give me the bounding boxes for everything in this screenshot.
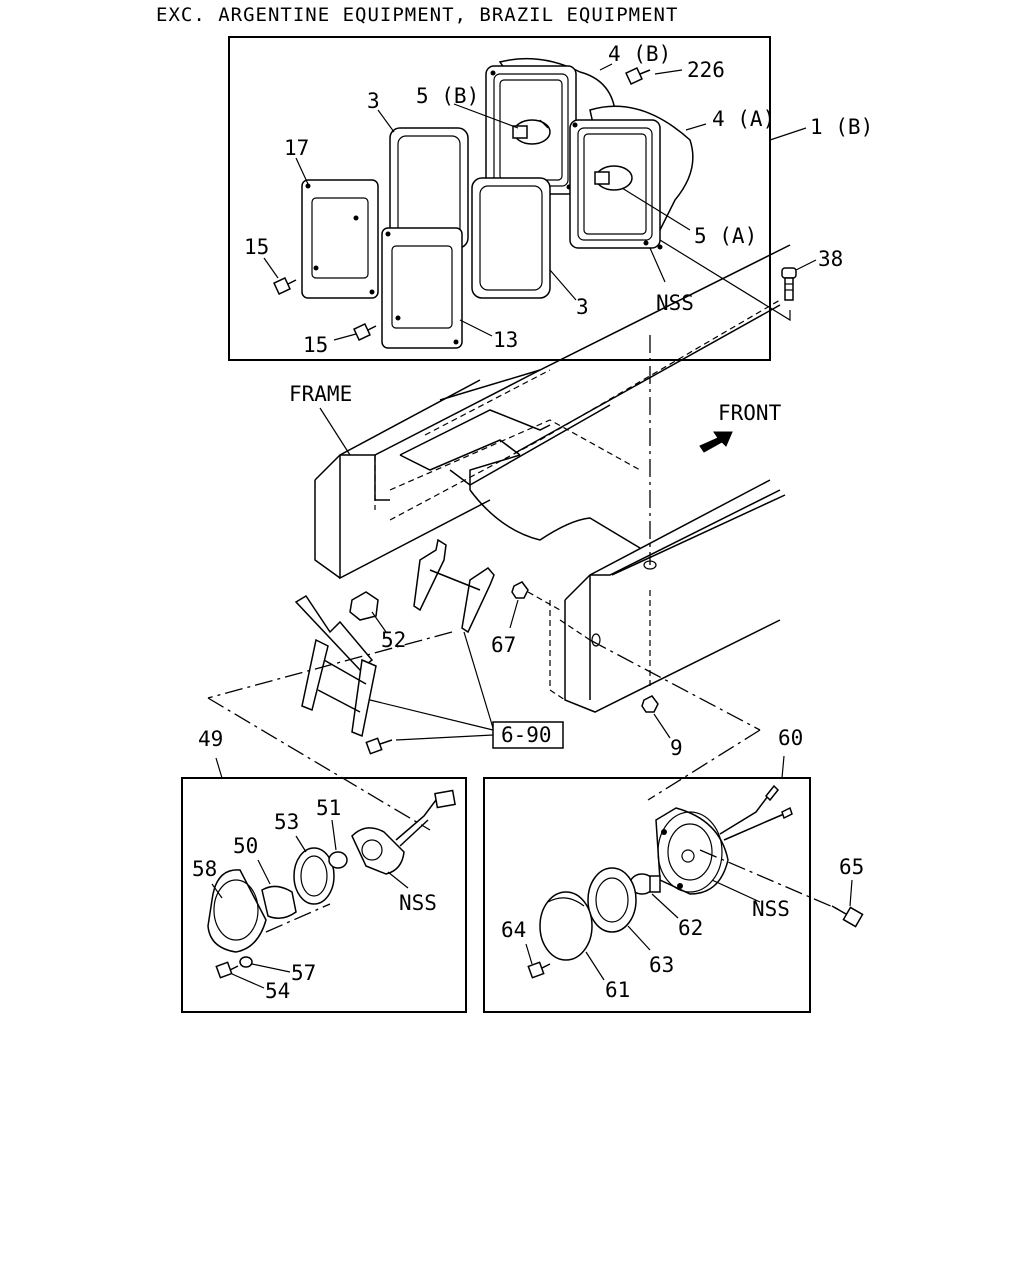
- lens-13: [381, 227, 463, 349]
- front-direction-arrow: [699, 431, 733, 453]
- label-50: 50: [233, 834, 258, 858]
- label-63: 63: [649, 953, 674, 977]
- label-13: 13: [493, 328, 518, 352]
- label-62: 62: [678, 916, 703, 940]
- rear-lamp-frame: [228, 36, 771, 361]
- label-58: 58: [192, 857, 217, 881]
- lamp-49-box: [181, 777, 467, 1013]
- label-nss-left: NSS: [399, 891, 437, 915]
- bulb-5b: [512, 119, 551, 145]
- label-226: 226: [687, 58, 725, 82]
- lamp-60-box: [483, 777, 811, 1013]
- ref-6-90-box: [492, 721, 564, 749]
- label-15-lower: 15: [303, 333, 328, 357]
- bracket-6-90-rear: [413, 538, 495, 634]
- rear-lamp-assembly-box: [228, 36, 807, 361]
- label-5b: 5 (B): [416, 84, 479, 108]
- screw-15-lower: [353, 323, 377, 341]
- label-3-lower: 3: [576, 295, 589, 319]
- label-frame: FRAME: [289, 382, 352, 406]
- label-67: 67: [491, 633, 516, 657]
- gasket-3-lower: [471, 177, 551, 299]
- screw-226: [625, 67, 651, 85]
- label-front: FRONT: [718, 401, 782, 425]
- label-3-upper: 3: [367, 89, 380, 113]
- label-5a: 5 (A): [694, 224, 757, 248]
- label-51: 51: [316, 796, 341, 820]
- bolt-38: [781, 259, 817, 301]
- label-64: 64: [501, 918, 526, 942]
- chassis-frame: [314, 244, 791, 713]
- label-61: 61: [605, 978, 630, 1002]
- label-4a: 4 (A): [712, 107, 775, 131]
- label-49: 49: [198, 727, 223, 751]
- lamp-49-parts: [207, 789, 456, 979]
- label-60: 60: [778, 726, 803, 750]
- bracket-6-90-front: [294, 594, 377, 738]
- label-9: 9: [670, 736, 683, 760]
- label-nss-right: NSS: [752, 897, 790, 921]
- label-54: 54: [265, 979, 290, 1003]
- diagram-title: EXC. ARGENTINE EQUIPMENT, BRAZIL EQUIPME…: [156, 4, 678, 26]
- bolt-6-90: [365, 737, 393, 755]
- label-17: 17: [284, 136, 309, 160]
- bulb-5a: [594, 165, 633, 191]
- screw-15-upper: [273, 277, 297, 295]
- label-57: 57: [291, 961, 316, 985]
- connector-52: [349, 591, 379, 621]
- label-53: 53: [274, 810, 299, 834]
- lamp-60-parts: [527, 784, 864, 979]
- nut-9: [641, 695, 659, 713]
- label-15-upper: 15: [244, 235, 269, 259]
- lens-17: [301, 179, 379, 299]
- label-6-90: 6-90: [501, 723, 552, 747]
- label-52: 52: [381, 628, 406, 652]
- nut-67: [511, 581, 529, 599]
- label-38: 38: [818, 247, 843, 271]
- label-4b: 4 (B): [608, 42, 671, 66]
- label-1b: 1 (B): [810, 115, 873, 139]
- label-65: 65: [839, 855, 864, 879]
